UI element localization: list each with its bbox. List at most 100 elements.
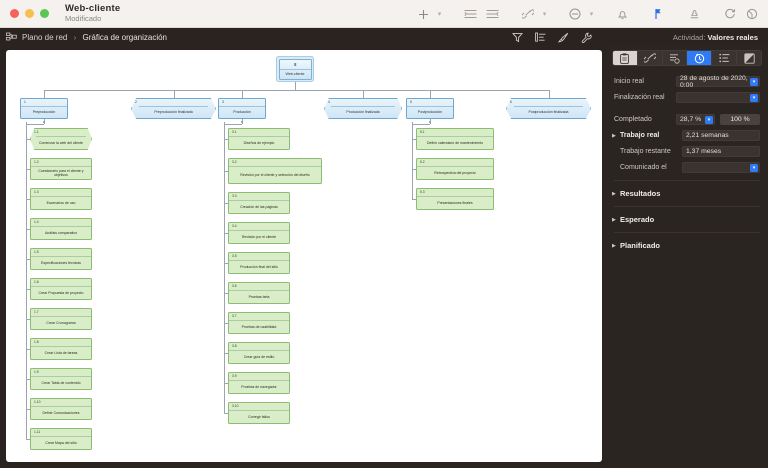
stepper-icon[interactable]: ▾ (750, 94, 758, 102)
tab-task-info[interactable] (613, 51, 638, 65)
node-label: Creación de las páginas (240, 204, 278, 209)
wrench-icon[interactable] (581, 32, 592, 43)
inspector-tab-bar (612, 50, 762, 66)
maximize-button[interactable] (40, 9, 49, 18)
section-resultados[interactable]: ▶ Resultados (606, 186, 768, 201)
inicio-real-field[interactable]: 28 de agosto de 2020, 0:00 ▾ (676, 75, 760, 89)
node-label: Retrospectiva del proyecto (434, 170, 476, 175)
minimize-button[interactable] (25, 9, 34, 18)
disclosure-triangle-icon[interactable]: ▶ (612, 132, 616, 139)
stepper-icon[interactable]: ▾ (750, 78, 758, 86)
node-number: 1.4 (34, 220, 39, 225)
section-esperado[interactable]: ▶ Esperado (606, 212, 768, 227)
baseline-icon[interactable] (741, 3, 763, 25)
completado-field[interactable]: 28,7 % ▾ (676, 114, 715, 125)
window-controls[interactable] (0, 9, 49, 18)
resource-icon[interactable] (683, 3, 705, 25)
stepper-icon[interactable]: ▾ (750, 164, 758, 172)
disclosure-triangle-icon[interactable]: ▶ (612, 216, 616, 223)
connector-phase-drop (363, 90, 364, 98)
completado-pill[interactable]: 100 % (720, 114, 760, 125)
bell-icon[interactable] (611, 3, 633, 25)
disclosure-triangle-icon[interactable]: ▶ (612, 242, 616, 249)
close-button[interactable] (10, 9, 19, 18)
section-planificado[interactable]: ▶ Planificado (606, 238, 768, 253)
connector-phase5-turn (412, 124, 430, 125)
flag-icon[interactable] (647, 3, 669, 25)
comunicado-el-label: Comunicado el (620, 164, 667, 171)
breadcrumb-current[interactable]: Gráfica de organización (82, 32, 168, 42)
finalizacion-real-field[interactable]: ▾ (676, 92, 760, 103)
node-number: 3.1 (232, 130, 237, 135)
stepper-icon[interactable]: ▾ (705, 116, 713, 124)
document-name: Web-cliente (65, 3, 121, 15)
tab-list[interactable] (712, 51, 738, 65)
tab-appearance[interactable] (737, 51, 761, 65)
connector-task (224, 413, 228, 414)
chevron-down-icon-3[interactable]: ▾ (589, 11, 594, 18)
node-divider (417, 165, 493, 167)
network-plan-icon[interactable] (6, 32, 17, 42)
breadcrumb-root[interactable]: Plano de red (22, 32, 68, 42)
highlight-icon[interactable] (558, 32, 569, 43)
outline-icon[interactable] (535, 32, 546, 43)
tab-actuals[interactable] (687, 51, 713, 65)
chevron-down-icon-2[interactable]: ▾ (542, 11, 547, 18)
node-divider (36, 135, 86, 137)
percent-complete-icon[interactable] (564, 3, 586, 25)
breadcrumb: Plano de red › Gráfica de organización (22, 33, 167, 42)
connector-phase-drop (548, 90, 550, 98)
add-icon[interactable] (412, 3, 434, 25)
disclosure-triangle-icon[interactable]: ▶ (612, 190, 616, 197)
link-icon[interactable] (517, 3, 539, 25)
node-divider (407, 106, 453, 107)
indent-decrease-icon[interactable] (481, 3, 503, 25)
indent-increase-icon[interactable] (459, 3, 481, 25)
trabajo-real-field[interactable]: 2,21 semanas (682, 130, 760, 141)
completado-value: 28,7 % (680, 116, 702, 123)
node-label: Crear Propuesta de proyecto (38, 290, 84, 295)
node-root[interactable]: Web-cliente (276, 56, 314, 82)
trabajo-restante-field[interactable]: 1,37 meses (682, 146, 760, 157)
filter-icon[interactable] (512, 32, 523, 43)
node-divider (229, 135, 289, 137)
title-bar: Web-cliente Modificado ▾ ▾ ▾ (0, 0, 768, 28)
node-divider (31, 225, 91, 227)
tab-schedule[interactable] (663, 51, 688, 65)
tab-links[interactable] (638, 51, 663, 65)
chevron-down-icon[interactable]: ▾ (437, 11, 442, 18)
refresh-icon[interactable] (719, 3, 741, 25)
comunicado-el-field[interactable]: ▾ (682, 162, 760, 173)
